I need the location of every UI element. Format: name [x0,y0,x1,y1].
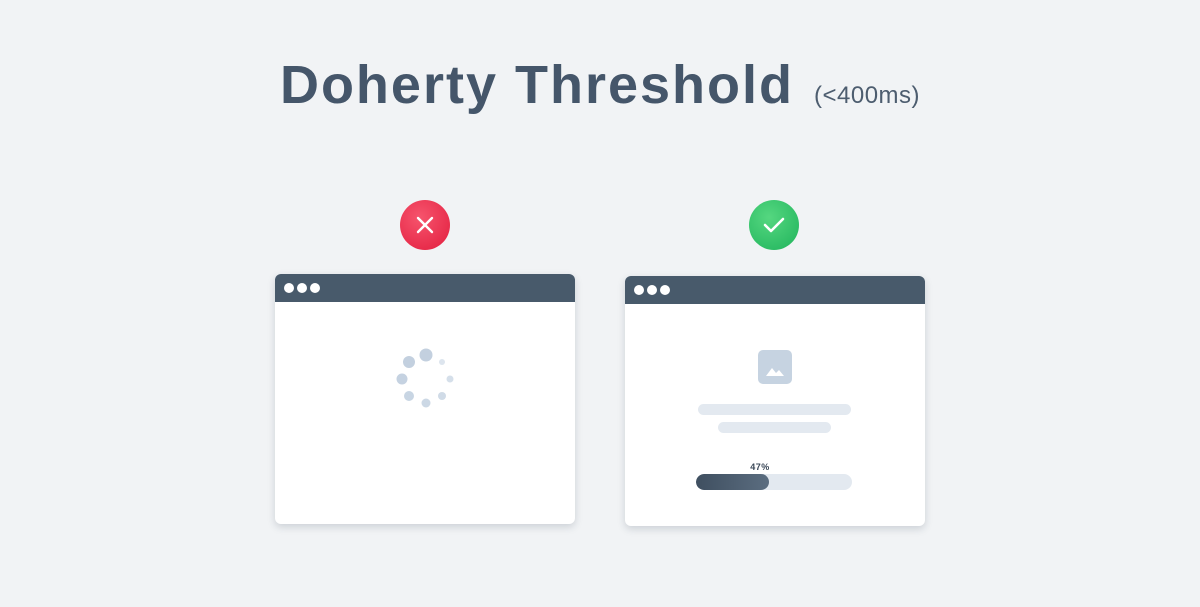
progress-label: 47% [750,462,770,472]
window-titlebar [625,276,925,304]
window-control-dot [660,285,670,295]
window-control-dot [297,283,307,293]
window-control-dot [647,285,657,295]
fail-badge [400,200,450,250]
image-icon [766,368,784,376]
success-badge [749,200,799,250]
window-titlebar [275,274,575,302]
loading-spinner-icon [396,348,454,408]
checkmark-icon [763,217,785,233]
window-control-dot [634,285,644,295]
image-placeholder [758,350,792,384]
window-control-dot [310,283,320,293]
page-subtitle: (<400ms) [814,82,921,109]
x-icon [416,216,434,234]
page-header: Doherty Threshold (<400ms) [0,54,1200,116]
skeleton-text-line [698,404,851,415]
browser-window-fast: 47% [625,276,925,526]
window-control-dot [284,283,294,293]
page-title: Doherty Threshold [279,55,794,115]
progress-bar-fill [696,474,770,490]
progress-bar [696,474,852,490]
browser-window-slow [275,274,575,524]
skeleton-text-line [718,422,831,433]
